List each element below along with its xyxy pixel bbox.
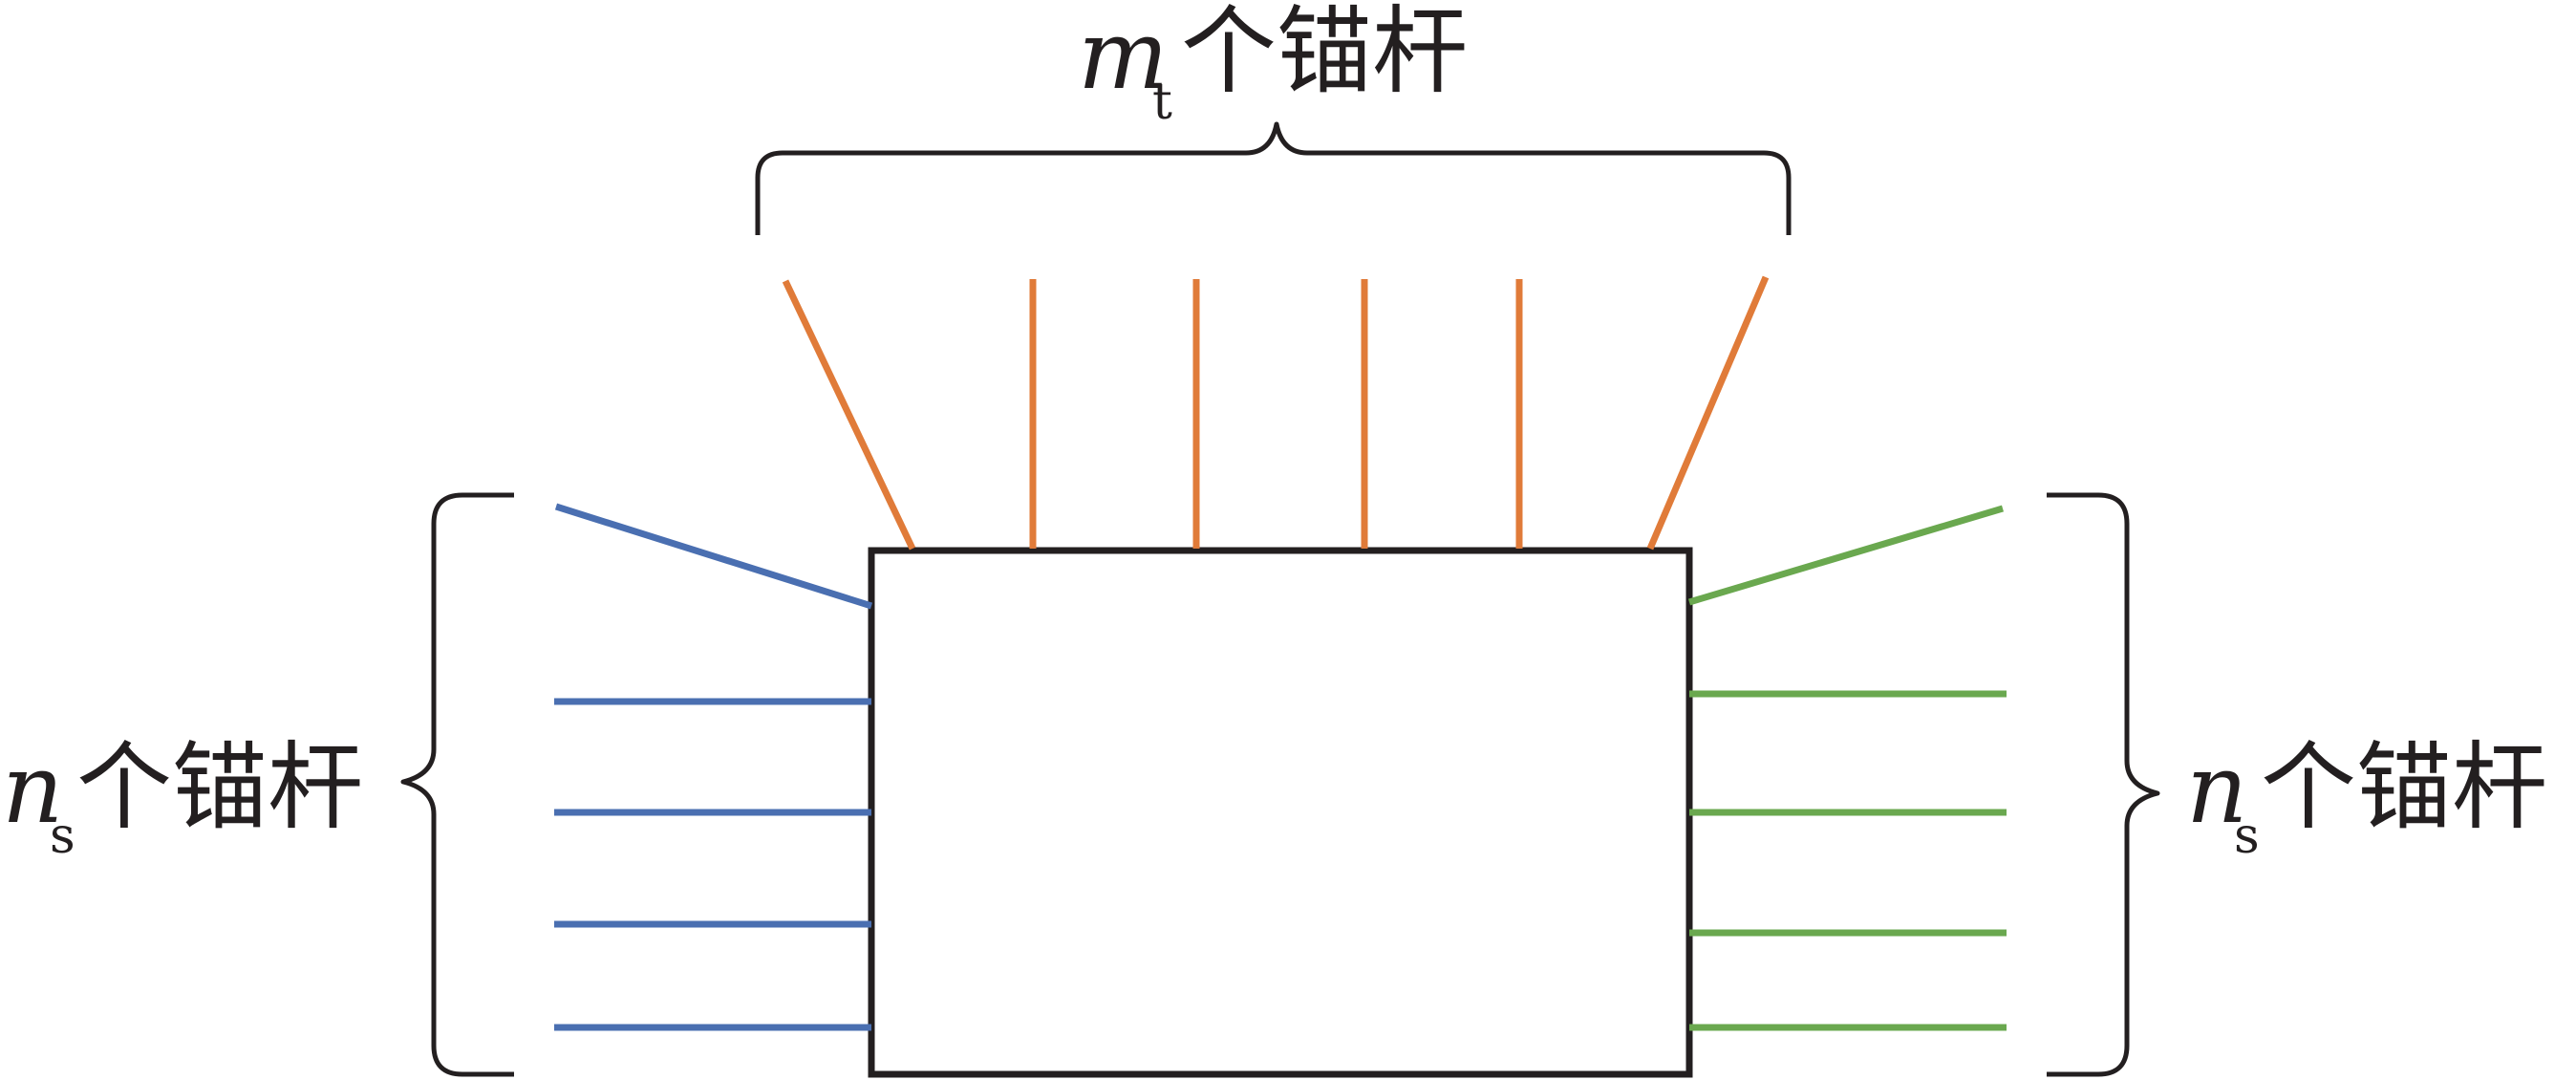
right-label-text: 个锚杆 [2261, 731, 2547, 843]
center-block [868, 547, 1693, 1078]
top-brace [755, 121, 1792, 235]
left-label: n s 个锚杆 [2, 731, 363, 865]
right-anchor-rod [1687, 505, 2005, 606]
left-brace [400, 492, 514, 1077]
left-anchor-group [554, 503, 873, 1031]
top-anchor-rod [782, 279, 916, 551]
left-label-sub: s [50, 808, 75, 865]
top-label-sub: t [1152, 74, 1172, 131]
right-brace [2047, 492, 2160, 1077]
right-label-sub: s [2234, 808, 2260, 865]
left-anchor-rod [554, 503, 873, 610]
top-label-var: m [1078, 0, 1169, 111]
left-label-var: n [2, 733, 63, 845]
top-anchor-rod [1646, 275, 1770, 551]
right-label-var: n [2186, 733, 2247, 845]
left-label-text: 个锚杆 [76, 731, 363, 843]
top-anchor-group [782, 275, 1770, 551]
top-label-text: 个锚杆 [1181, 0, 1468, 107]
right-anchor-group [1687, 505, 2007, 1031]
top-label: m t 个锚杆 [1078, 0, 1468, 131]
right-label: n s 个锚杆 [2186, 731, 2547, 865]
